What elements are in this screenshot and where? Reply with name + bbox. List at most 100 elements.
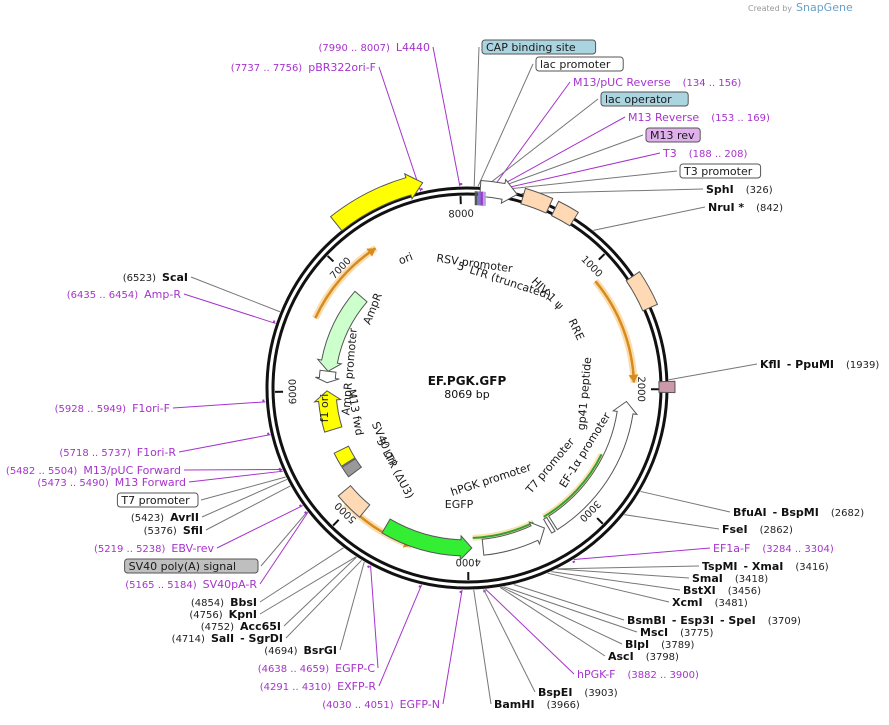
label-part: M13/pUC Forward [83, 464, 181, 477]
left_labels-20: (4291 .. 4310)EXFP-R [260, 680, 377, 693]
label-part: (4694) [264, 646, 297, 657]
label-part: - XmaI [744, 560, 784, 573]
origin-element [482, 191, 486, 206]
right_labels-11: BfuAI- BspMI(2682) [733, 506, 864, 519]
tick-label: 6000 [288, 379, 300, 405]
leader-line [501, 586, 623, 645]
label-text: BspEI(3903) [538, 686, 618, 699]
label-part: L4440 [396, 41, 430, 54]
label-text: (4854)BbsI [191, 596, 257, 609]
label-part: (3966) [547, 700, 580, 711]
label-text: (4030 .. 4051)EGFP-N [322, 698, 440, 711]
label-part: (5928 .. 5949) [55, 404, 127, 415]
leader-line [442, 589, 463, 705]
tick-label: 2000 [635, 376, 646, 402]
label-box [535, 56, 624, 72]
right_labels-4: M13 Reverse(153 .. 169) [628, 111, 770, 124]
label-part: EXFP-R [337, 680, 376, 693]
label-text: hPGK-F(3882 .. 3900) [577, 668, 699, 681]
label-part: (3416) [795, 562, 828, 573]
rre-feature [625, 271, 659, 312]
leader-line [593, 206, 706, 231]
right_labels-6: T3(188 .. 208) [662, 147, 748, 160]
right_labels-0: CAP binding site [481, 39, 597, 55]
right_labels-3: lac operator [600, 91, 689, 107]
ori-feature [329, 172, 424, 232]
left_labels-2: (6523)ScaI [123, 271, 188, 284]
label-part: F1ori-R [137, 446, 177, 459]
label-text: (6523)ScaI [123, 271, 188, 284]
label-box [116, 492, 199, 508]
left_labels-14: (4854)BbsI [191, 596, 257, 609]
feature-label: gp41 peptide [575, 356, 594, 430]
right_labels-2: M13/pUC Reverse(134 .. 156) [573, 76, 741, 89]
label-part: (3903) [584, 688, 617, 699]
label-part: (3456) [728, 586, 761, 597]
label-text: BfuAI- BspMI(2682) [733, 506, 864, 519]
leader-line [259, 512, 309, 585]
right_labels-10: KflI- PpuMI(1939) [760, 358, 879, 371]
left_labels-10: (5376)SfiI [144, 524, 203, 537]
plasmid-center: EF.PGK.GFP 8069 bp [428, 374, 507, 401]
leader-line [339, 561, 365, 651]
leader-line [499, 586, 606, 657]
label-part: (3709) [768, 616, 801, 627]
leader-line [477, 63, 534, 187]
label-part: EGFP-C [335, 662, 375, 675]
label-part: - Esp3I [672, 614, 714, 627]
leader-line [556, 565, 700, 570]
label-text: (4714)SalI- SgrDI [172, 632, 283, 645]
label-part: M13 Reverse [628, 111, 699, 124]
leader-line [483, 589, 536, 693]
left_labels-6: (5482 .. 5504)M13/pUC Forward [6, 464, 181, 477]
label-text: (6435 .. 6454)Amp-R [67, 288, 182, 301]
leader-line [492, 81, 571, 188]
label-text: M13 rev [650, 129, 695, 142]
label-part: M13 Forward [115, 476, 186, 489]
label-part: BfuAI [733, 506, 767, 519]
label-part: AscI [608, 650, 634, 663]
leader-line [259, 547, 344, 603]
feature-label: hPGK promoter [449, 460, 533, 498]
label-text: SmaI(3418) [692, 572, 768, 585]
primer-mark [279, 469, 283, 473]
hpgk-promoter-feature [481, 521, 546, 556]
primer-mark [298, 504, 302, 508]
watermark-prefix: Created by [748, 4, 792, 13]
leader-line [556, 568, 690, 579]
left_labels-19: (4638 .. 4659)EGFP-C [258, 662, 376, 675]
label-text: SphI(326) [706, 183, 773, 196]
leader-line [201, 478, 288, 518]
right_labels-20: BlpI(3789) [625, 638, 694, 651]
leader-line [485, 588, 575, 675]
label-text: BamHI(3966) [494, 698, 580, 711]
label-text: T7 promoter [120, 494, 190, 507]
label-text: NruI *(842) [708, 201, 783, 214]
label-text: AscI(3798) [608, 650, 679, 663]
tick-mark [332, 519, 340, 527]
green-pgk [472, 521, 534, 539]
label-part: (842) [756, 203, 783, 214]
label-part: (4714) [172, 634, 205, 645]
left_labels-3: (6435 .. 6454)Amp-R [67, 288, 182, 301]
label-text: (5718 .. 5737) F1ori-R [59, 446, 176, 459]
label-part: (4030 .. 4051) [322, 700, 394, 711]
label-part: (4854) [191, 598, 224, 609]
sv40-polya-feature [341, 458, 363, 478]
label-text: (5928 .. 5949)F1ori-F [55, 402, 170, 415]
leader-line [190, 276, 281, 313]
label-part: BsmBI [627, 614, 666, 627]
gp41-peptide-feature [658, 380, 676, 394]
label-text: BsmBI- Esp3I- SpeI(3709) [627, 614, 801, 627]
leader-line [370, 565, 379, 669]
label-text: BlpI(3789) [625, 638, 694, 651]
label-text: (5423)AvrII [131, 511, 199, 524]
leader-line [551, 571, 681, 591]
label-part: (5718 .. 5737) [59, 448, 131, 459]
label-part: (326) [746, 185, 773, 196]
leader-line [183, 468, 283, 471]
label-part: (3284 .. 3304) [762, 544, 834, 555]
arc-left-arrowhead [366, 248, 376, 257]
